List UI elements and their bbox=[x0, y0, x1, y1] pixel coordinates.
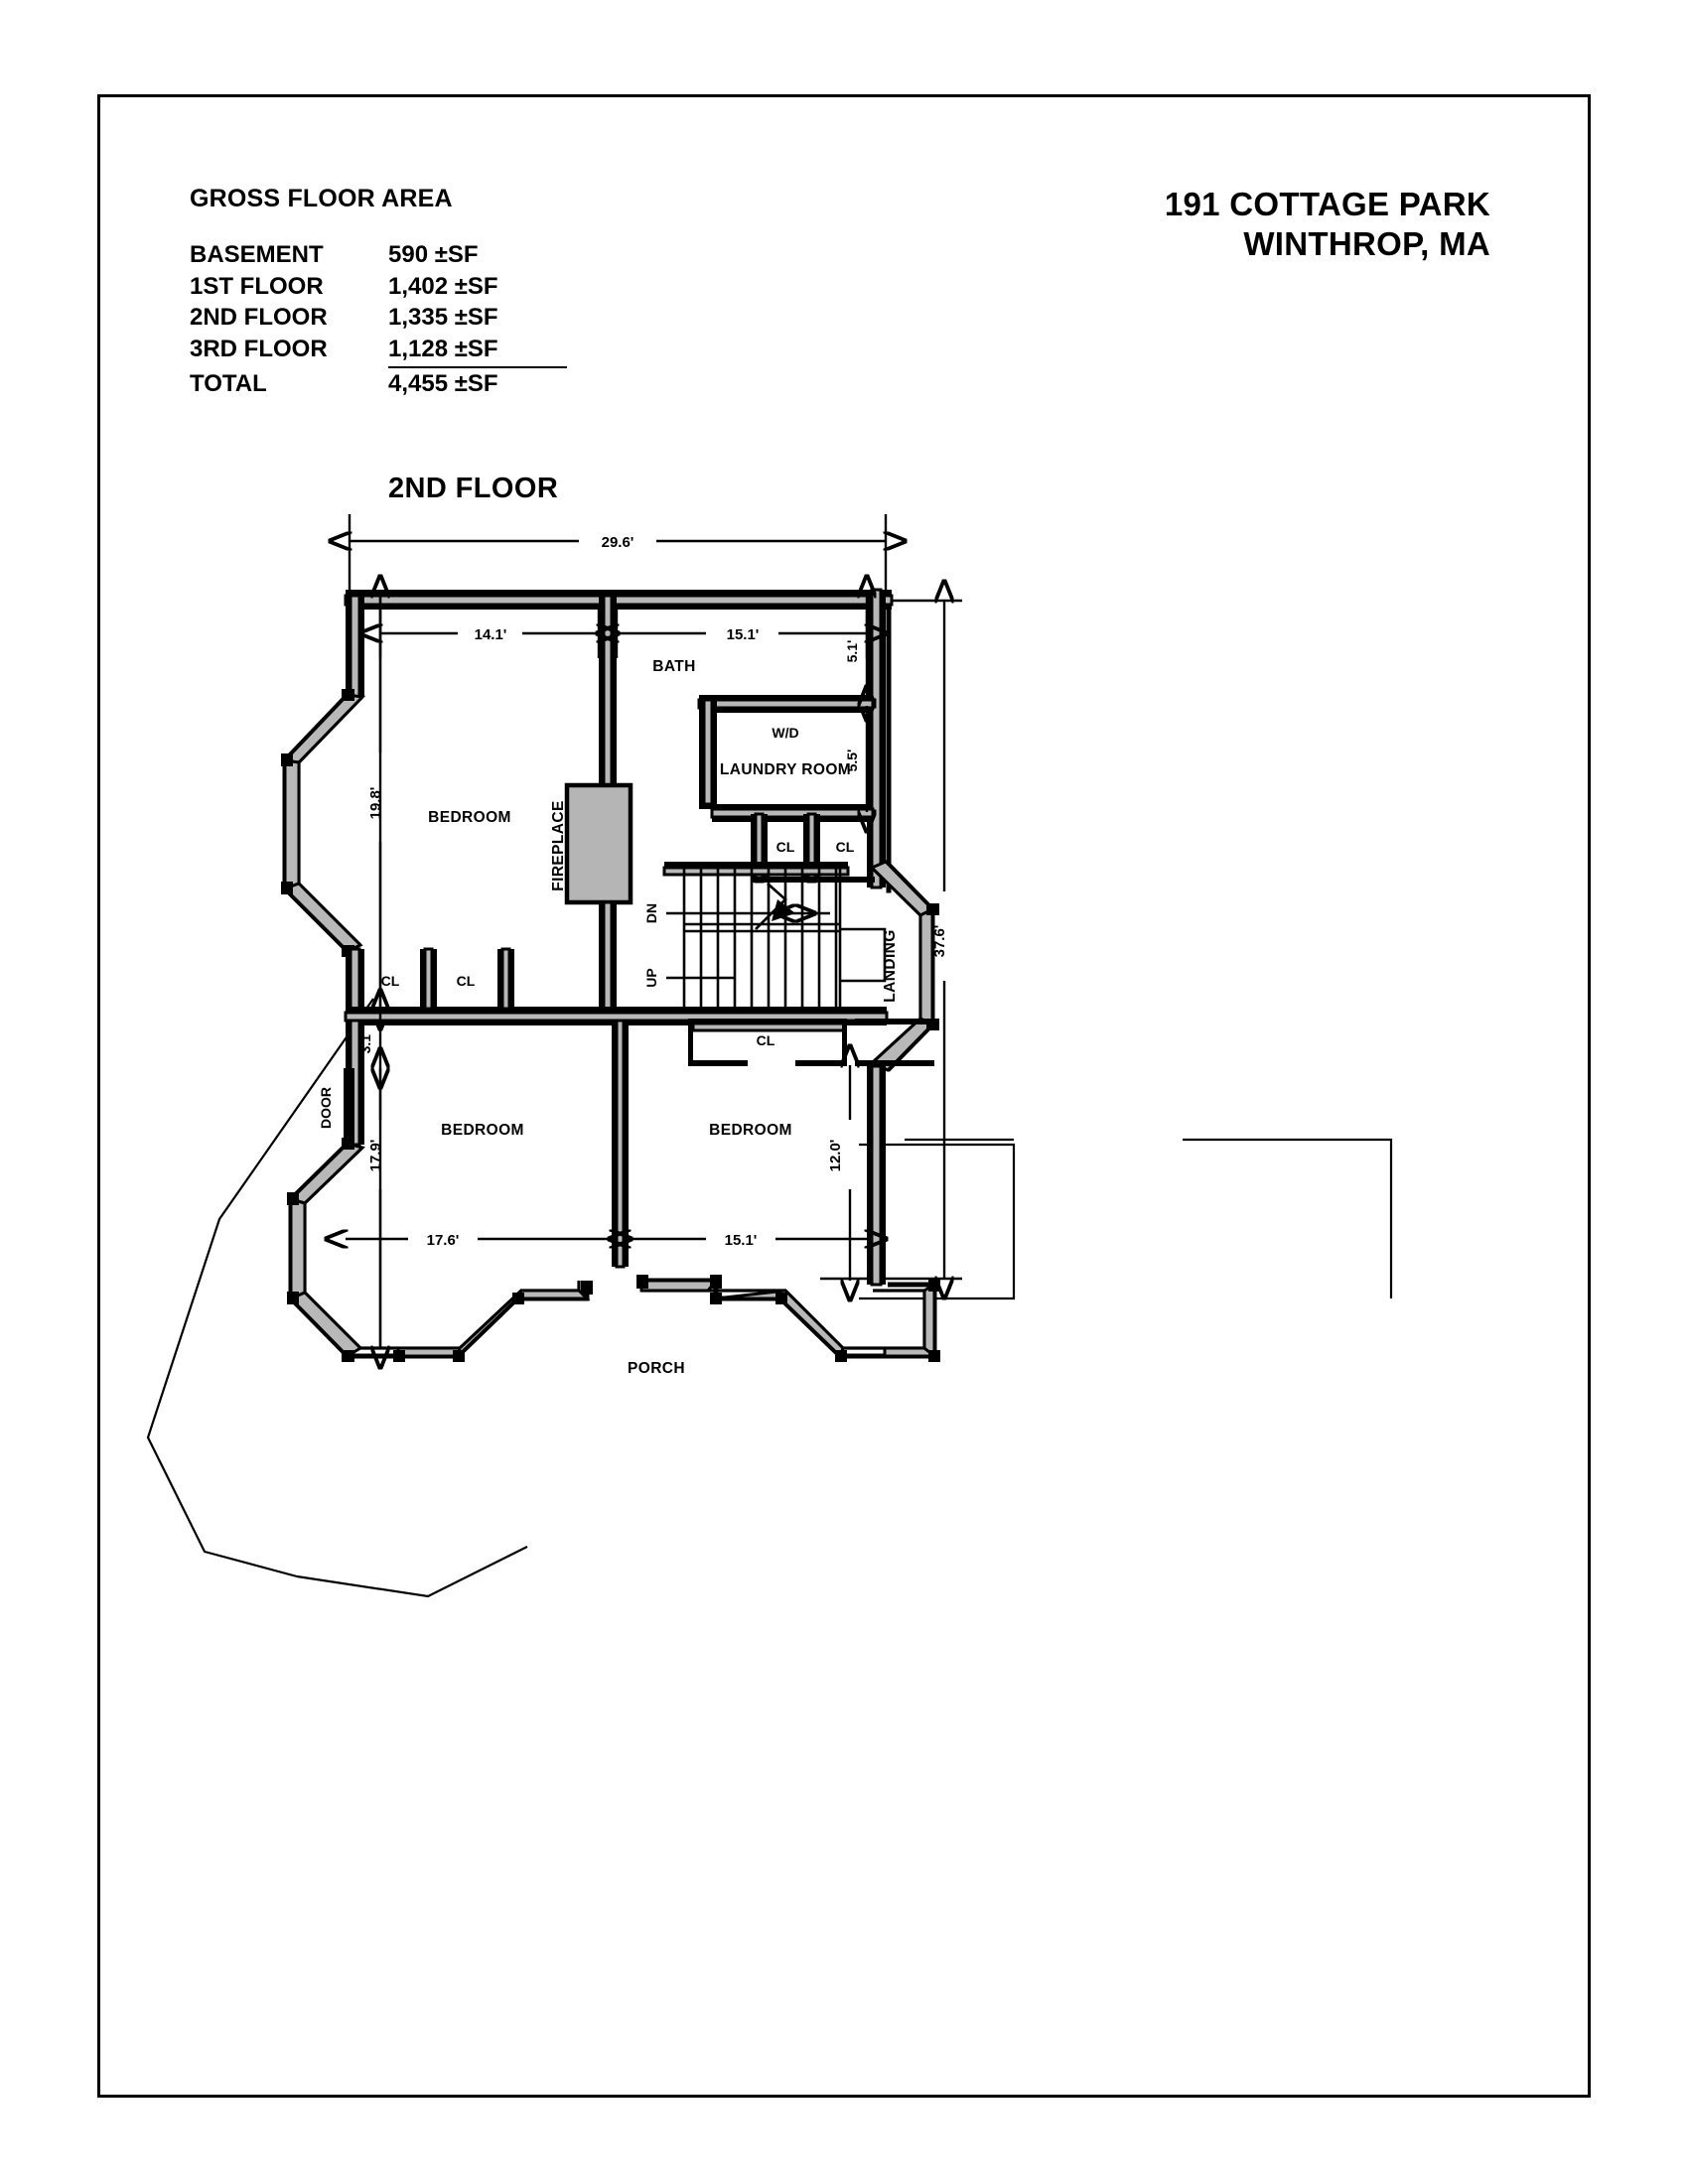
project-address-line2: WINTHROP, MA bbox=[1243, 225, 1490, 263]
dimension-label: 19.8' bbox=[367, 787, 384, 820]
dimension-label: 5.5' bbox=[844, 750, 860, 772]
floor-plan-title: 2ND FLOOR bbox=[388, 473, 559, 504]
area-row-value: 1,335 ±SF bbox=[388, 304, 498, 332]
room-label-bath: BATH bbox=[652, 658, 696, 675]
project-title-block: 191 COTTAGE PARK WINTHROP, MA bbox=[1165, 185, 1490, 265]
dimension-bath-width: 15.1' bbox=[617, 604, 867, 658]
room-label-porch: PORCH bbox=[628, 1360, 685, 1377]
closet-label: CL bbox=[457, 973, 476, 989]
closet-label: CL bbox=[381, 973, 400, 989]
dimension-label: 14.1' bbox=[475, 626, 507, 643]
dimension-label: 15.1' bbox=[727, 626, 760, 643]
area-row-label: TOTAL bbox=[190, 369, 267, 397]
bay-window-right-landing: LANDING bbox=[869, 860, 939, 1072]
area-row-value: 4,455 ±SF bbox=[388, 369, 498, 397]
laundry-room: W/D LAUNDRY ROOM bbox=[697, 695, 875, 822]
door-label: DOOR bbox=[318, 1087, 334, 1129]
stair-direction-up: UP bbox=[643, 968, 659, 987]
dimension-label: 5.1' bbox=[844, 640, 860, 663]
dimension-bedroom-sw-width: 17.6' bbox=[346, 1232, 612, 1249]
bay-window-sw: DOOR bbox=[287, 1068, 398, 1362]
drawing-sheet: GROSS FLOOR AREA BASEMENT 590 ±SF 1ST FL… bbox=[97, 94, 1591, 2098]
area-row-label: 1ST FLOOR bbox=[190, 272, 324, 300]
room-label-wd: W/D bbox=[772, 725, 798, 741]
area-row-value: 1,128 ±SF bbox=[388, 334, 567, 368]
area-row: 1ST FLOOR 1,402 ±SF bbox=[190, 271, 607, 303]
closet-label: CL bbox=[757, 1032, 775, 1048]
dimension-bath-right-depth: 5.1' bbox=[844, 596, 867, 701]
area-row: BASEMENT 590 ±SF bbox=[190, 239, 607, 271]
staircase: DN UP bbox=[643, 862, 887, 1018]
dimension-bedroom-se-depth: 12.0' bbox=[827, 1065, 850, 1281]
area-row-label: 2ND FLOOR bbox=[190, 304, 328, 332]
dimension-bedroom-se-width: 15.1' bbox=[629, 1232, 867, 1249]
area-row-value: 590 ±SF bbox=[388, 241, 479, 268]
porch-walls: PORCH bbox=[393, 1275, 940, 1377]
dimension-bedroom-sw-depth: 17.9' bbox=[367, 1068, 384, 1348]
dimension-laundry-depth: 5.5' bbox=[844, 706, 867, 812]
room-label-bedroom-sw: BEDROOM bbox=[441, 1122, 524, 1139]
closets-laundry: CL CL bbox=[751, 812, 875, 884]
dimension-bedroom-nw-width: 14.1' bbox=[380, 604, 599, 658]
project-address-line1: 191 COTTAGE PARK bbox=[1164, 186, 1490, 222]
area-row-label: BASEMENT bbox=[190, 241, 324, 268]
closet-stair: CL bbox=[688, 1019, 934, 1066]
bay-window-left bbox=[281, 689, 366, 957]
closet-label: CL bbox=[776, 839, 795, 855]
partition-lower-bedroom bbox=[599, 900, 617, 1012]
site-outline bbox=[146, 998, 1393, 1598]
dimension-overall-width: 29.6' bbox=[350, 514, 886, 604]
gross-floor-area-block: GROSS FLOOR AREA BASEMENT 590 ±SF 1ST FL… bbox=[190, 185, 607, 399]
stair-direction-down: DN bbox=[643, 903, 659, 923]
room-label-bedroom-se: BEDROOM bbox=[709, 1122, 792, 1139]
dimension-label: 17.9' bbox=[367, 1140, 384, 1172]
dimension-label: 29.6' bbox=[602, 534, 634, 551]
closets-hall: CL CL bbox=[346, 947, 514, 1011]
fireplace: FIREPLACE bbox=[550, 782, 633, 905]
dimension-label: 17.6' bbox=[427, 1232, 460, 1249]
dimension-label: 37.6' bbox=[931, 925, 948, 958]
area-row: 2ND FLOOR 1,335 ±SF bbox=[190, 302, 607, 334]
area-row-total: TOTAL 4,455 ±SF bbox=[190, 368, 607, 400]
area-row-label: 3RD FLOOR bbox=[190, 336, 328, 363]
dimension-bedroom-nw-depth: 19.8' bbox=[367, 596, 384, 1010]
dimension-label: 12.0' bbox=[827, 1140, 844, 1172]
closet-label: CL bbox=[836, 839, 855, 855]
gross-floor-area-title: GROSS FLOOR AREA bbox=[190, 185, 453, 212]
area-row-value: 1,402 ±SF bbox=[388, 272, 498, 300]
floor-plan-drawing: 29.6' 37.6' bbox=[100, 425, 1594, 1775]
fireplace-label: FIREPLACE bbox=[550, 800, 567, 890]
room-label-bedroom-nw: BEDROOM bbox=[428, 809, 511, 826]
area-row: 3RD FLOOR 1,128 ±SF bbox=[190, 334, 607, 368]
dimension-label: 15.1' bbox=[725, 1232, 758, 1249]
room-label-laundry: LAUNDRY ROOM bbox=[720, 761, 851, 778]
